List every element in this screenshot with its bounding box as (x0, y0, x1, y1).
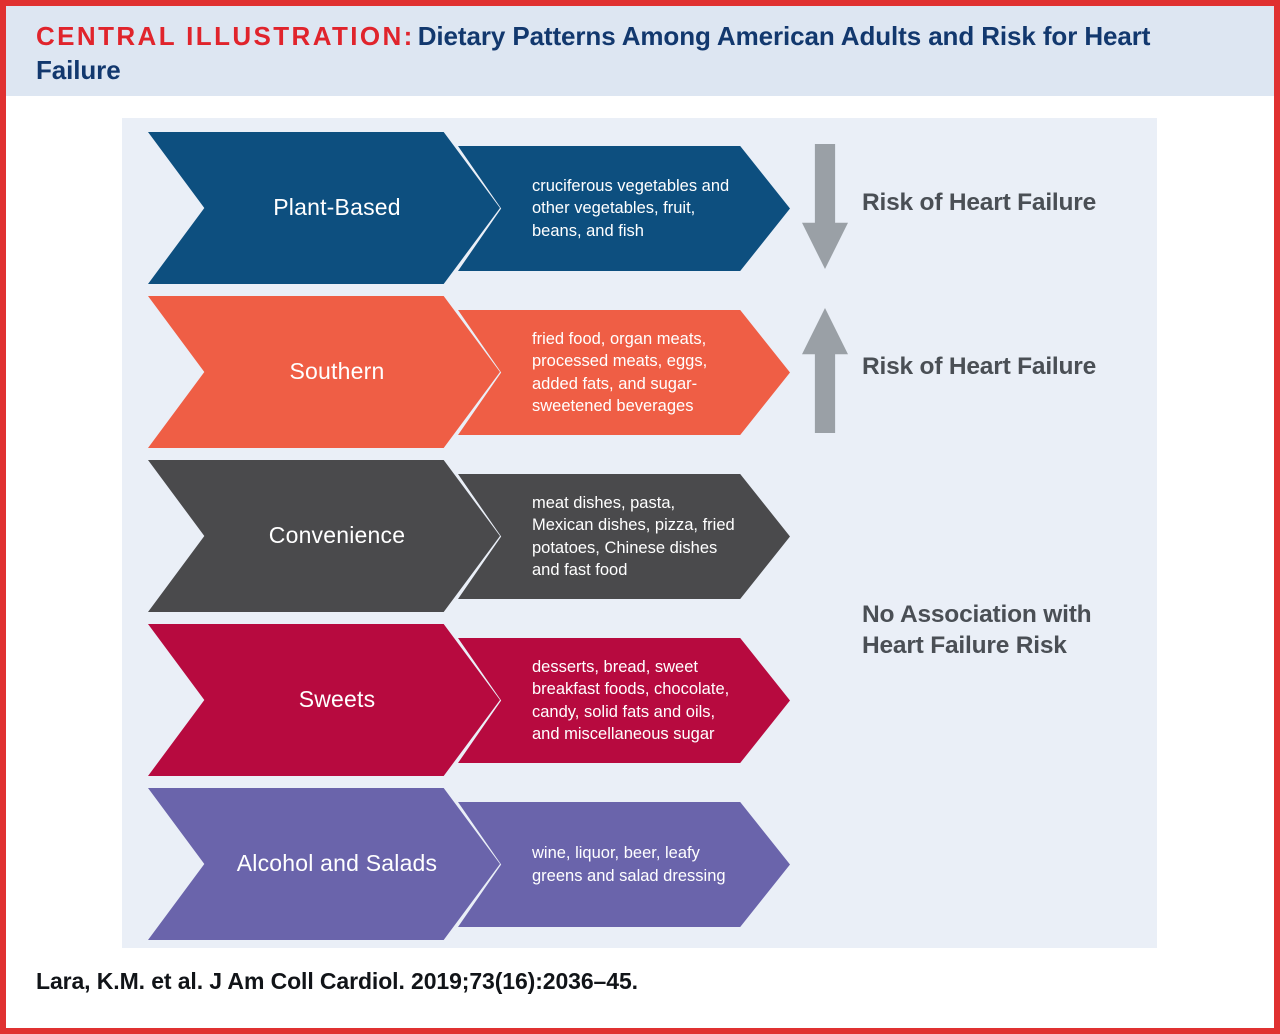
header-title-text: Dietary Patterns Among American Adults a… (36, 21, 1151, 85)
pattern-label: Sweets (298, 686, 376, 713)
page-title: CENTRAL ILLUSTRATION:Dietary Patterns Am… (36, 20, 1240, 87)
pattern-label: Plant-Based (273, 194, 401, 221)
foods-text: fried food, organ meats, processed meats… (532, 330, 708, 415)
foods-chevron-alcohol-and-salads[interactable]: wine, liquor, beer, leafy greens and sal… (458, 802, 790, 927)
pattern-chevron-southern[interactable]: Southern (148, 296, 500, 448)
risk-increase-arrow-wrap (802, 308, 848, 433)
header-kicker: CENTRAL ILLUSTRATION: (36, 21, 415, 51)
foods-text: wine, liquor, beer, leafy greens and sal… (532, 844, 726, 885)
pattern-chevron-alcohol-and-salads[interactable]: Alcohol and Salads (148, 788, 500, 940)
foods-chevron-sweets[interactable]: desserts, bread, sweet breakfast foods, … (458, 638, 790, 763)
outcome-label-line2: Heart Failure Risk (862, 631, 1067, 659)
foods-chevron-southern[interactable]: fried food, organ meats, processed meats… (458, 310, 790, 435)
pattern-label: Convenience (268, 522, 406, 549)
foods-text: cruciferous vegetables and other vegetab… (532, 177, 730, 240)
risk-decrease-arrow-wrap (802, 144, 848, 269)
down-arrow-icon (802, 144, 848, 269)
pattern-chevron-plant-based[interactable]: Plant-Based (148, 132, 500, 284)
up-arrow-icon (802, 308, 848, 433)
diagram-panel: Plant-Based cruciferous vegetables and o… (122, 118, 1157, 948)
outcome-risk-increase: Risk of Heart Failure (862, 352, 1096, 383)
foods-text: desserts, bread, sweet breakfast foods, … (532, 658, 730, 743)
outcome-no-association: No Association with Heart Failure Risk (862, 600, 1092, 661)
foods-chevron-plant-based[interactable]: cruciferous vegetables and other vegetab… (458, 146, 790, 271)
foods-chevron-convenience[interactable]: meat dishes, pasta, Mexican dishes, pizz… (458, 474, 790, 599)
outcome-label-line1: No Association with (862, 601, 1092, 628)
pattern-label: Alcohol and Salads (236, 850, 438, 877)
citation: Lara, K.M. et al. J Am Coll Cardiol. 201… (36, 968, 638, 994)
outcome-risk-decrease: Risk of Heart Failure (862, 188, 1096, 219)
outcome-label: Risk of Heart Failure (862, 353, 1097, 380)
outcome-label: Risk of Heart Failure (862, 189, 1097, 216)
figure-header-band: CENTRAL ILLUSTRATION:Dietary Patterns Am… (6, 6, 1274, 96)
pattern-label: Southern (289, 358, 385, 385)
pattern-chevron-sweets[interactable]: Sweets (148, 624, 500, 776)
foods-text: meat dishes, pasta, Mexican dishes, pizz… (532, 494, 735, 579)
pattern-chevron-convenience[interactable]: Convenience (148, 460, 500, 612)
